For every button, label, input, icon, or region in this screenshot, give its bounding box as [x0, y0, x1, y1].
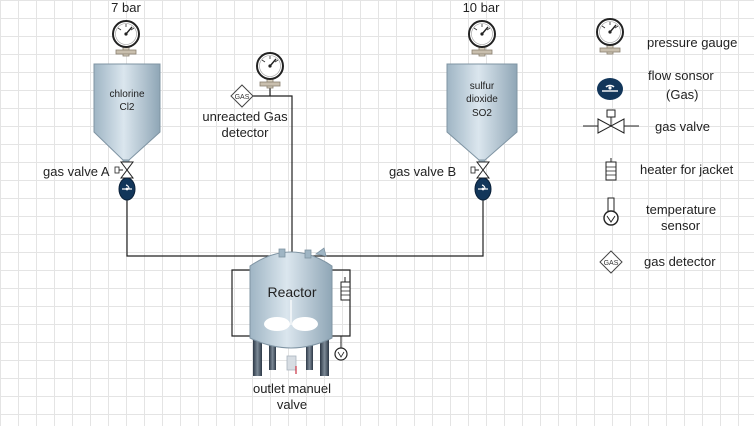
legend-temperature-label-1: temperature — [646, 202, 716, 217]
sulfur-tank-label-3: SO2 — [472, 108, 492, 119]
legend-gas-valve-label: gas valve — [655, 119, 710, 134]
legend-heater-icon — [605, 158, 617, 181]
gas-valve-b-label: gas valve B — [389, 164, 456, 179]
outlet-valve-label-2: valve — [277, 397, 307, 412]
chlorine-pressure-gauge-icon — [112, 20, 140, 57]
legend-temperature-label-2: sensor — [661, 218, 701, 233]
sulfur-tank: 10 bar sulfur dioxide SO2 gas valve B — [389, 0, 518, 201]
detector-label-1: unreacted Gas — [202, 109, 288, 124]
legend-flow-sensor-label-1: flow sonsor — [648, 68, 714, 83]
chlorine-tank: 7 bar chlorine Cl2 gas valve A — [43, 0, 161, 201]
gas-valve-b-icon — [470, 161, 490, 179]
detector-label-2: detector — [222, 125, 270, 140]
legend-flow-sensor-icon — [597, 78, 623, 100]
reactor-leg — [269, 340, 276, 370]
legend-heater-label: heater for jacket — [640, 162, 734, 177]
detector-pressure-gauge-icon — [256, 52, 284, 89]
legend-gas-detector-icon: GAS — [599, 250, 623, 274]
reactor-heater-icon — [340, 277, 351, 301]
reactor-leg — [320, 334, 329, 376]
chlorine-pressure-label: 7 bar — [111, 0, 141, 15]
legend-pressure-gauge-icon — [596, 18, 624, 55]
chlorine-tank-label-2: Cl2 — [119, 102, 134, 113]
legend-pressure-gauge-label: pressure gauge — [647, 35, 737, 50]
detector-badge: GAS — [235, 94, 250, 101]
reactor-leg — [306, 340, 313, 370]
gas-valve-a-icon — [114, 161, 134, 179]
agitator-blade — [264, 317, 290, 331]
legend-gas-detector-badge: GAS — [604, 260, 619, 267]
gas-valve-a-label: gas valve A — [43, 164, 110, 179]
legend-flow-sensor-label-2: (Gas) — [666, 87, 699, 102]
chlorine-tank-label-1: chlorine — [109, 89, 144, 100]
flow-sensor-b-icon — [474, 177, 492, 201]
legend-gas-valve-icon — [583, 109, 639, 134]
legend-temperature-sensor-icon — [603, 197, 619, 226]
legend-gas-detector-label: gas detector — [644, 254, 716, 269]
flow-sensor-a-icon — [118, 177, 136, 201]
reactor-temperature-sensor-icon — [334, 336, 348, 361]
outlet-valve-label-1: outlet manuel — [253, 381, 331, 396]
reactor-label: Reactor — [267, 284, 316, 300]
sulfur-pressure-gauge-icon — [468, 20, 496, 57]
reactor: Reactor outlet manuel valve — [231, 247, 351, 412]
sulfur-pressure-label: 10 bar — [463, 0, 501, 15]
reactor-leg — [253, 334, 262, 376]
unreacted-gas-detector: GAS unreacted Gas detector — [202, 52, 288, 140]
gas-detector-icon: GAS — [230, 84, 254, 108]
agitator-blade — [292, 317, 318, 331]
sulfur-tank-label-1: sulfur — [470, 81, 495, 92]
sulfur-tank-label-2: dioxide — [466, 94, 498, 105]
legend: pressure gauge flow sonsor (Gas) gas val… — [583, 18, 737, 274]
